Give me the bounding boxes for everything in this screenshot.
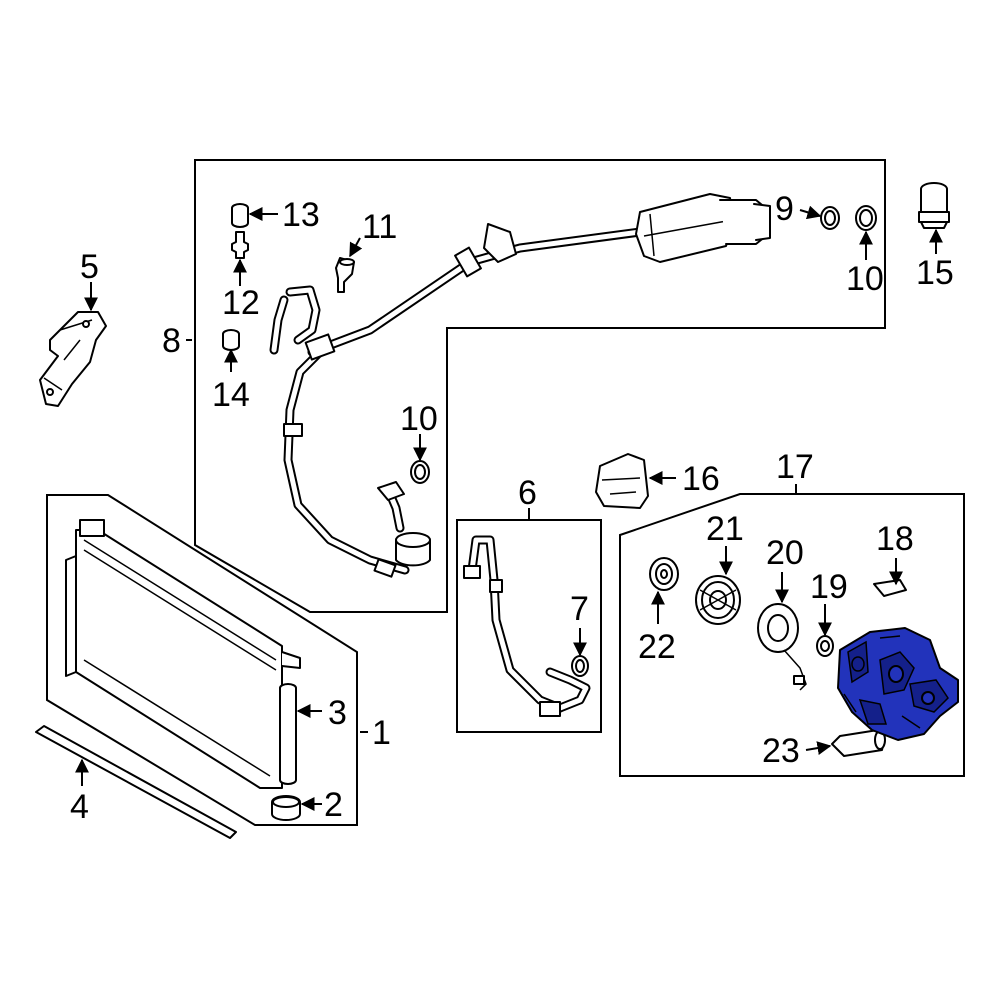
callout-3: 3 [328,694,347,732]
hose-assembly-part-8 [269,193,771,578]
callout-1: 1 [372,714,391,752]
valve-core-part-12 [231,231,249,259]
callout-18: 18 [876,520,914,558]
callout-21: 21 [706,510,744,548]
callout-19: 19 [810,568,848,606]
cover-part-16 [595,453,649,509]
receiver-drier-part-3 [279,683,297,785]
cap-part-14 [222,329,240,351]
sensor-part-11 [335,257,355,293]
o-ring-part-10-upper [855,205,877,231]
callout-15: 15 [916,254,954,292]
callout-7: 7 [570,590,589,628]
key-part-18 [873,579,907,597]
callout-23: 23 [762,732,800,770]
valve-part-23 [831,729,886,757]
callout-6: 6 [518,474,537,512]
callout-8: 8 [162,322,181,360]
o-ring-part-7 [571,655,589,677]
compressor-part-17-highlighted [837,627,959,741]
condenser-part-1 [65,519,301,789]
callout-4: 4 [70,788,89,826]
callout-12: 12 [222,284,260,322]
bracket-part-5 [39,311,107,407]
cap-part-2 [271,795,301,821]
snap-ring-part-19 [816,635,834,657]
o-ring-part-9 [820,206,840,230]
valve-part-15 [918,182,950,229]
callout-9: 9 [775,190,794,228]
cap-part-13 [231,203,249,228]
callout-16: 16 [682,460,720,498]
callout-13: 13 [282,196,320,234]
callout-20: 20 [766,534,804,572]
callout-17: 17 [776,448,814,486]
group-frame-1 [46,494,358,826]
seal-strip-part-4 [35,725,237,839]
clutch-coil-part-20 [757,603,807,691]
group-frame-8 [194,159,886,613]
callout-10-upper: 10 [846,260,884,298]
callout-5: 5 [80,248,99,286]
callout-2: 2 [324,786,343,824]
pulley-part-21 [695,575,741,625]
group-frame-17 [619,493,965,777]
callout-11: 11 [362,208,397,246]
o-ring-part-10-lower [410,460,430,484]
callout-22: 22 [638,628,676,666]
hub-part-22 [649,557,679,591]
callout-labels: 5 13 12 14 11 8 9 10 15 10 16 17 6 7 18 … [70,190,954,826]
callout-10-lower: 10 [400,400,438,438]
callout-14: 14 [212,376,250,414]
leader-lines [75,205,943,811]
hose-part-6 [463,535,591,717]
